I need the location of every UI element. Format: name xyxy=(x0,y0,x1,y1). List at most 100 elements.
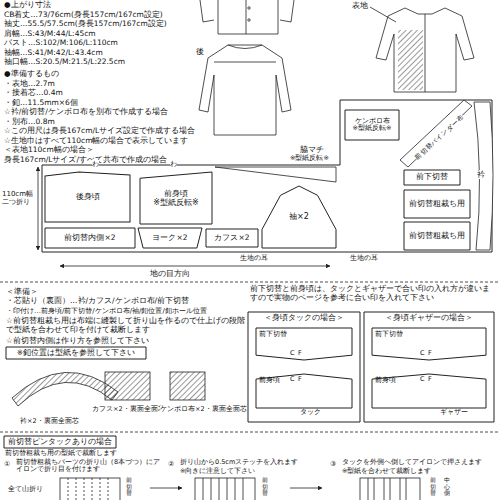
piece-outline xyxy=(248,312,360,422)
piece-outline xyxy=(45,228,135,248)
callout: 前切替 xyxy=(126,477,132,497)
example-box: ＜身頃タックの場合＞ 前下切替前身頃 xyxy=(248,312,360,422)
spec-line: 袖口幅…S:20.5/M:21.5/L:22.5cm xyxy=(4,58,125,67)
piece-outline xyxy=(364,312,494,422)
step-text: ※向きに注意して下さい xyxy=(180,468,255,475)
piece-note: ※型紙反転※ xyxy=(153,198,198,207)
note-line: 前下切替と前身頃は、タックとギャザーで合い印の入れ方が違いますので実物のページを… xyxy=(250,285,492,302)
heading: ●準備するもの xyxy=(4,70,59,79)
callout: タック xyxy=(300,409,321,416)
callout: 全て山折り xyxy=(8,486,43,493)
callout: 前切替 xyxy=(430,477,436,497)
note-line: 前切替粗裁ち用の型紙で裁断します xyxy=(5,449,117,457)
piece-name: 前切替ピンタックありの場合 xyxy=(8,438,112,447)
heading: ●上がり寸法 xyxy=(4,1,51,10)
text-holder: 前身頃 xyxy=(256,374,352,408)
piece-name: 前下切替 xyxy=(259,330,287,338)
piece-outline xyxy=(345,110,399,140)
piece-outline xyxy=(372,328,486,360)
note-line: ☆衿/前切替/ケンボロ布を別布で作成する場合 xyxy=(4,108,168,117)
text-holder: 前切替粗裁ち用 xyxy=(404,190,470,218)
step-number: ② xyxy=(168,460,174,468)
text-holder: ケンボロ布※型紙反転※ xyxy=(345,110,399,140)
heading: ＜準備＞ xyxy=(6,287,38,296)
text-holder: 前下切替 xyxy=(404,170,460,185)
spec-line: 袖丈…55.5/57.5cm(身長157cm/167cm設定) xyxy=(4,20,167,29)
piece-note: ※型紙反転※ xyxy=(353,125,392,132)
piece-name: 袖×2 xyxy=(289,212,309,221)
piece-outline xyxy=(4,436,116,448)
piece-name: 前切替粗裁ち用 xyxy=(409,232,465,241)
fold-mark: わ xyxy=(92,160,99,168)
piece-name: 前身頃 xyxy=(375,376,396,384)
notch-mark: F xyxy=(298,376,302,383)
piece-outline xyxy=(45,172,130,222)
piece-name: 衿×2・裏面全面芯 xyxy=(20,418,79,425)
selvage-label: 生地の耳 xyxy=(350,254,378,262)
note: ※型紙反転※ xyxy=(290,155,329,162)
piece-name: 前切替バインダー布 xyxy=(414,114,466,162)
piece-name: ※釦位置は型紙を参照して下さい xyxy=(17,349,135,358)
piece-outline xyxy=(404,190,470,218)
note-line: ・印付け…前身頃/前下切替/ケンボロ布/袖/釦位置/釦ホール位置 xyxy=(6,307,207,315)
note-line: ・芯貼り（裏面）…衿/カフス/ケンボロ布/前下切替 xyxy=(6,297,189,306)
pattern-piece: 前身頃※型紙反転※ xyxy=(140,172,212,224)
heading: ＜表地110cm幅の場合＞ xyxy=(4,146,94,155)
text-holder: ヨーク×2 xyxy=(138,228,202,248)
callout: 後 xyxy=(196,48,204,57)
pattern-piece: 後身頃 xyxy=(45,172,130,222)
piece-name: 前切替内側×2 xyxy=(64,234,115,243)
text-holder: カフス×2 xyxy=(206,229,258,247)
text-holder: 後身頃 xyxy=(45,172,130,222)
piece-name: 後身頃 xyxy=(76,192,100,201)
piece-outline xyxy=(6,347,146,359)
piece-outline xyxy=(140,172,212,224)
piece-name: ヨーク×2 xyxy=(152,234,187,243)
note-line: ☆生地巾はすべて110cm幅の場合で表示しています xyxy=(4,137,188,146)
piece-outline xyxy=(372,374,486,408)
piece-name: ケンボロ布 xyxy=(355,118,390,125)
pattern-piece: 前身頃 xyxy=(256,374,352,408)
notch-mark: C xyxy=(290,376,295,383)
pattern-piece: 前切替粗裁ち用 xyxy=(404,222,470,250)
pattern-piece: 袖×2 xyxy=(262,186,336,248)
pattern-piece: 前切替内側×2 xyxy=(45,228,135,248)
piece-name: ＜身頃タックの場合＞ xyxy=(264,314,344,323)
step-text: ※型紙を合わせて裁断します xyxy=(342,468,431,475)
piece-name: 衿 xyxy=(477,170,485,179)
text-holder: 袖×2 xyxy=(262,186,336,248)
piece-name: カフス×2・裏面全面芯 xyxy=(92,406,165,413)
selvage-label: 生地の耳 xyxy=(240,254,268,262)
note-line: ・別布…0.8m xyxy=(4,118,55,127)
notch-mark: C xyxy=(420,350,425,357)
piece-outline xyxy=(138,228,202,248)
step-text: タックを外側へ倒してアイロンで押さえます xyxy=(342,459,482,466)
piece-name: 前切替粗裁ち用 xyxy=(409,200,465,209)
piece-name: 前下切替 xyxy=(375,330,403,338)
step-number: ① xyxy=(4,460,10,468)
spec-line: 袖幅…S:41/M:42/L:43.4cm xyxy=(4,49,103,58)
piece-outline xyxy=(256,328,352,360)
notch-mark: F xyxy=(428,376,432,383)
text-holder: 前切替粗裁ち用 xyxy=(404,222,470,250)
dimension: 110cm幅 二つ折り xyxy=(2,190,34,206)
spec-line: バスト…S:102/M:106/L:110cm xyxy=(4,39,118,48)
grain-label: 地の目方向 xyxy=(150,270,190,279)
callout: 表地 xyxy=(352,2,368,11)
piece-name: カフス×2 xyxy=(214,234,249,243)
piece-outline xyxy=(404,222,470,250)
step-text: 折り山から0.5cmステッチを入れます xyxy=(180,459,298,466)
note-box: ※釦位置は型紙を参照して下さい xyxy=(6,347,146,359)
text-holder: ※釦位置は型紙を参照して下さい xyxy=(6,347,146,359)
piece-name: ケンボロ布×2・裏面全面芯 xyxy=(160,406,247,413)
note-line: ☆この用尺は身長167cm/Lサイズ設定で作成する場合 xyxy=(4,127,195,136)
piece-outline xyxy=(262,186,336,248)
piece-name: 前下切替 xyxy=(416,173,448,182)
notch-mark: C xyxy=(290,350,295,357)
fold-mark: わ xyxy=(170,160,177,168)
note-line: ・接着芯…0.4m xyxy=(4,89,63,98)
callout: 前切替 xyxy=(262,477,268,497)
note-line: ☆前切替内側は作り方を参照して下さい xyxy=(6,337,149,346)
piece-name: 前身頃 xyxy=(164,189,188,198)
pattern-piece: ヨーク×2 xyxy=(138,228,202,248)
